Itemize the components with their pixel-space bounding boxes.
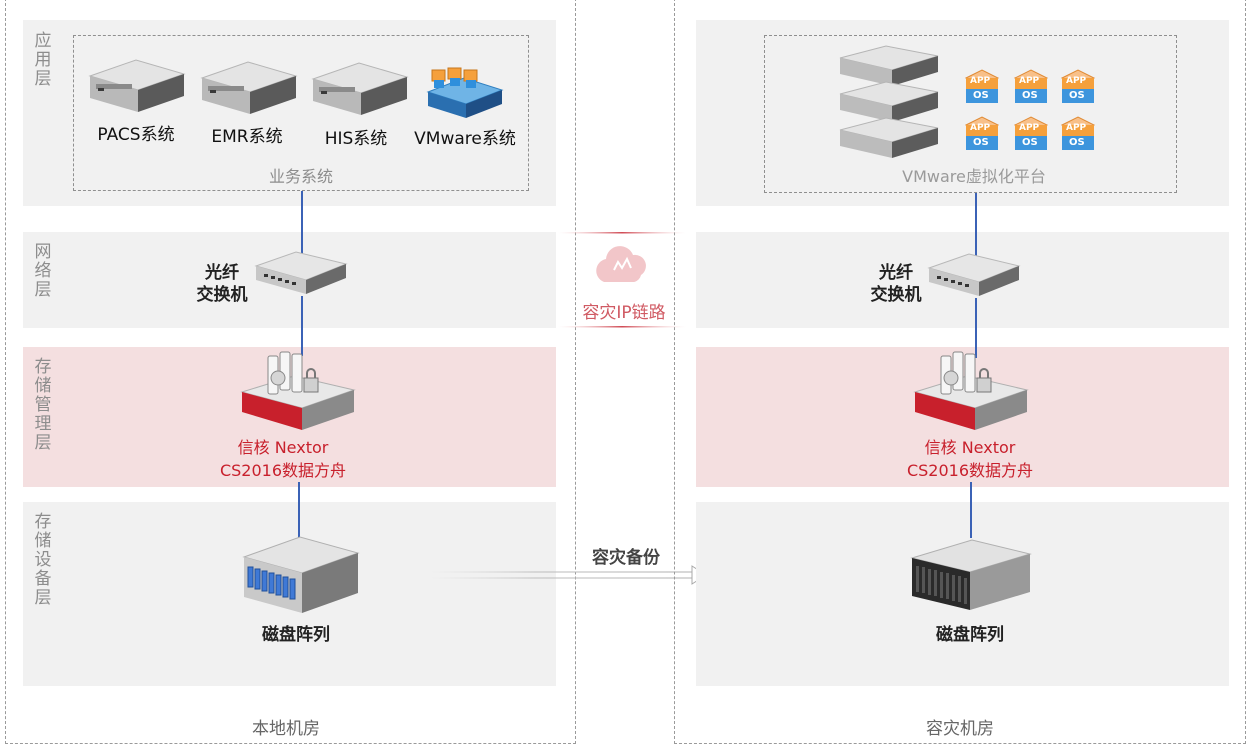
remote-switch-label-line2: 交换机 <box>870 285 922 305</box>
remote-fiber-switch-icon <box>927 253 1021 296</box>
remote-link-app-to-switch <box>975 193 977 259</box>
local-disk-array-label: 磁盘阵列 <box>262 625 330 645</box>
local-site-frame <box>5 0 576 744</box>
remote-site-frame <box>674 0 1246 744</box>
pacs-server-icon <box>88 59 186 112</box>
dr-backup-label: 容灾备份 <box>592 548 660 568</box>
local-disk-array-icon <box>242 536 360 613</box>
cloud-icon <box>596 246 646 282</box>
vm-os-icon-3: APP OS <box>1058 66 1098 106</box>
local-link-switch-to-nextor <box>301 296 303 356</box>
local-nextor-appliance-icon <box>240 351 356 430</box>
dr-ip-link-band <box>558 232 686 328</box>
remote-disk-array-icon <box>910 539 1032 610</box>
local-switch-label-line1: 光纤 <box>205 263 239 283</box>
dr-backup-arrow-icon <box>429 565 707 585</box>
layer-label-storage-mgmt: 存储管理层 <box>34 357 52 453</box>
remote-room-label: 容灾机房 <box>926 719 994 739</box>
vm-os-icon-4: APP OS <box>962 113 1002 153</box>
remote-nextor-label-line1: 信核 Nextor <box>924 438 1016 457</box>
remote-link-nextor-to-disk <box>970 482 972 538</box>
remote-disk-array-label: 磁盘阵列 <box>936 625 1004 645</box>
local-business-systems-box <box>73 35 529 191</box>
layer-label-storage-device: 存储设备层 <box>34 512 52 608</box>
local-nextor-label-line1: 信核 Nextor <box>237 438 329 457</box>
remote-server-stack-icon <box>839 45 939 158</box>
vmware-server-icon <box>426 67 504 118</box>
emr-server-icon <box>200 61 298 114</box>
dr-ip-link-label: 容灾IP链路 <box>582 303 666 323</box>
local-link-app-to-switch <box>301 191 303 255</box>
local-link-nextor-to-disk <box>298 482 300 538</box>
local-room-label: 本地机房 <box>252 719 320 739</box>
vm-os-icon-5: APP OS <box>1011 113 1051 153</box>
vm-os-icon-1: APP OS <box>962 66 1002 106</box>
local-switch-label-line2: 交换机 <box>196 285 248 305</box>
his-server-icon <box>311 62 409 115</box>
app-label-vmware: VMware系统 <box>414 129 516 149</box>
remote-vm-caption: VMware虚拟化平台 <box>902 167 1046 186</box>
app-label-pacs: PACS系统 <box>97 125 175 145</box>
app-label-his: HIS系统 <box>324 129 388 149</box>
remote-nextor-appliance-icon <box>913 351 1029 430</box>
app-label-emr: EMR系统 <box>211 127 283 147</box>
remote-app-layer-band <box>696 20 1229 206</box>
local-fiber-switch-icon <box>254 251 348 294</box>
remote-switch-label-line1: 光纤 <box>879 263 913 283</box>
vm-os-icon-6: APP OS <box>1058 113 1098 153</box>
layer-label-network: 网络层 <box>34 242 52 300</box>
local-business-caption: 业务系统 <box>268 167 333 186</box>
remote-link-switch-to-nextor <box>975 298 977 358</box>
remote-nextor-label-line2: CS2016数据方舟 <box>906 461 1034 480</box>
layer-label-app: 应用层 <box>34 31 52 89</box>
remote-vm-platform-box <box>764 35 1177 193</box>
local-nextor-label-line2: CS2016数据方舟 <box>219 461 347 480</box>
vm-os-icon-2: APP OS <box>1011 66 1051 106</box>
